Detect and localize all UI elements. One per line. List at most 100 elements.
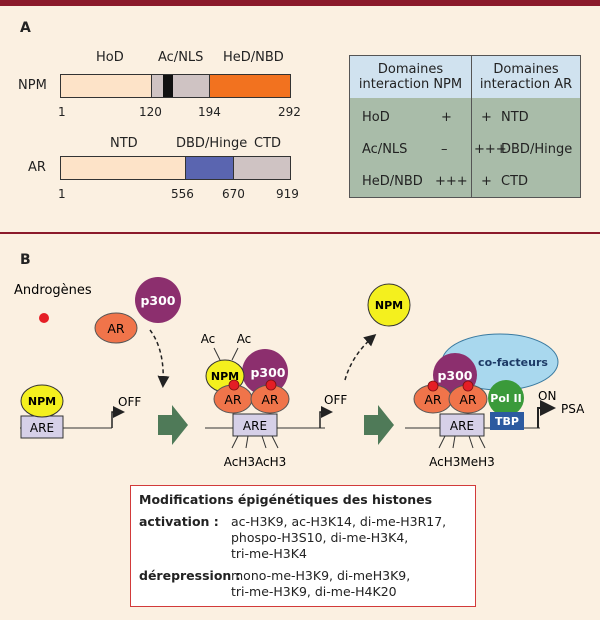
header-ar-line1: Domaines <box>493 62 559 77</box>
epi-derepression-line-2: tri-me-H3K9, di-me-H4K20 <box>231 584 397 599</box>
ar-pos-919: 919 <box>276 187 299 201</box>
header-ar-line2: interaction AR <box>479 77 573 92</box>
npm-black-segment <box>163 75 173 97</box>
psa-label: PSA <box>561 402 585 416</box>
npm-hednbd-label: HeD/NBD <box>223 50 284 65</box>
epi-activation-line-3: tri-me-H3K4 <box>231 546 307 561</box>
npm-state1 <box>20 384 64 418</box>
state2-marks: AcH3AcH3 <box>224 455 287 469</box>
epi-activation-label: activation : <box>139 514 219 529</box>
npm-pos-292: 292 <box>278 105 301 119</box>
ar-state2-b-label: AR <box>261 392 279 407</box>
table-row-2-ar-level: +++ <box>474 142 507 157</box>
npm-nls-segment <box>173 75 209 97</box>
table-row-3-npm-level: +++ <box>435 174 468 189</box>
p300-state2 <box>242 349 288 395</box>
ar-pos-670: 670 <box>222 187 245 201</box>
ar-pos-556: 556 <box>171 187 194 201</box>
androgen-dot-2b <box>265 379 277 391</box>
on-label: ON <box>538 389 556 403</box>
ar-free-label: AR <box>107 321 125 336</box>
are-label-3: ARE <box>450 419 474 433</box>
ar-ntd-label: NTD <box>110 136 138 151</box>
ac-label-1: Ac <box>201 332 216 346</box>
ar-ntd-segment <box>61 157 185 179</box>
ar-dbd-label: DBD/Hinge <box>176 136 248 151</box>
tbp-label: TBP <box>495 415 519 428</box>
npm-pos-194: 194 <box>198 105 221 119</box>
are-box-3 <box>439 413 485 437</box>
green-arrow-1 <box>158 405 188 445</box>
are-box-2 <box>232 413 278 437</box>
table-row-2-npm-level: – <box>441 142 448 157</box>
dashed-arrow-2 <box>344 334 377 381</box>
are-label-1: ARE <box>30 421 54 435</box>
table-header: Domaines interaction NPM Domaines intera… <box>350 56 580 99</box>
header-npm-line1: Domaines <box>377 62 444 77</box>
ac-tick-2 <box>231 347 239 361</box>
androgenes-label: Androgènes <box>14 283 92 298</box>
state3-marks: AcH3MeH3 <box>429 455 495 469</box>
table-row-2-npm: Ac/NLS <box>362 142 408 157</box>
p300-state3-label: p300 <box>437 368 472 383</box>
ar-state2-a-label: AR <box>224 392 242 407</box>
epi-activation-line-1: ac-H3K9, ac-H3K14, di-me-H3R17, <box>231 514 447 529</box>
header-npm-line2: interaction NPM <box>358 77 463 92</box>
npm-hod-label: HoD <box>96 50 124 65</box>
p300-free <box>135 277 181 323</box>
table-header-ar: Domaines interaction AR <box>472 62 580 92</box>
histone-tails-3 <box>438 435 486 449</box>
table-body: HoD + + NTD Ac/NLS – +++ DBD/Hinge HeD/N… <box>350 98 580 197</box>
ar-dbd-segment <box>185 157 233 179</box>
epi-activation-line-2: phospo-H3S10, di-me-H3K4, <box>231 530 409 545</box>
npm-ac-segment <box>151 75 163 97</box>
pol2 <box>488 380 524 416</box>
dashed-arrow-1 <box>149 329 170 388</box>
table-row-1-ar: NTD <box>501 110 529 125</box>
npm-pos-1: 1 <box>58 105 66 119</box>
panel-separator <box>0 232 600 234</box>
npm-protein-bar <box>60 74 291 98</box>
epi-derepression-label: dérepression : <box>139 568 241 583</box>
tbp-box <box>490 412 524 430</box>
are-label-2: ARE <box>243 419 267 433</box>
androgen-dot-3b <box>462 380 474 392</box>
green-arrow-2 <box>364 405 394 445</box>
ar-pos-1: 1 <box>58 187 66 201</box>
p300-state2-label: p300 <box>250 365 285 380</box>
npm-acnls-label: Ac/NLS <box>158 50 204 65</box>
tss-arrow-3 <box>537 400 556 428</box>
npm-hed-segment <box>209 75 290 97</box>
mechanism-diagram: Androgènes p300 AR ARE NPM OFF ARE AcH3A… <box>14 277 585 469</box>
npm-state1-label: NPM <box>28 395 56 408</box>
ac-tick-1 <box>213 347 221 361</box>
npm-pos-120: 120 <box>139 105 162 119</box>
p300-free-label: p300 <box>140 293 175 308</box>
epigenetic-box: Modifications épigénétiques des histones… <box>130 485 476 607</box>
ar-free <box>94 312 138 344</box>
cofacteurs-label: co-facteurs <box>478 356 548 369</box>
top-border <box>0 0 600 6</box>
pol2-label: Pol II <box>490 392 521 405</box>
table-header-npm: Domaines interaction NPM <box>350 62 471 92</box>
histone-tails-2 <box>231 435 279 449</box>
androgen-dot-3a <box>427 380 439 392</box>
npm-state2-label: NPM <box>211 370 239 383</box>
table-row-1-ar-level: + <box>481 110 492 125</box>
androgen-dot <box>39 313 49 323</box>
npm-hod-segment <box>61 75 151 97</box>
epi-title: Modifications épigénétiques des histones <box>139 492 433 507</box>
tss-arrow-1 <box>111 406 125 428</box>
ar-protein-bar <box>60 156 291 180</box>
epi-derepression-line-1: mono-me-H3K9, di-meH3K9, <box>231 568 411 583</box>
table-row-3-npm: HeD/NBD <box>362 174 423 189</box>
panel-a-letter: A <box>20 20 31 36</box>
ar-ctd-label: CTD <box>254 136 282 151</box>
ar-state3-b-label: AR <box>459 392 477 407</box>
ar-name: AR <box>28 160 46 175</box>
table-divider <box>471 56 472 197</box>
tss-arrow-2 <box>319 406 333 428</box>
ac-label-2: Ac <box>237 332 252 346</box>
ar-ctd-segment <box>233 157 290 179</box>
npm-released-label: NPM <box>375 299 403 312</box>
